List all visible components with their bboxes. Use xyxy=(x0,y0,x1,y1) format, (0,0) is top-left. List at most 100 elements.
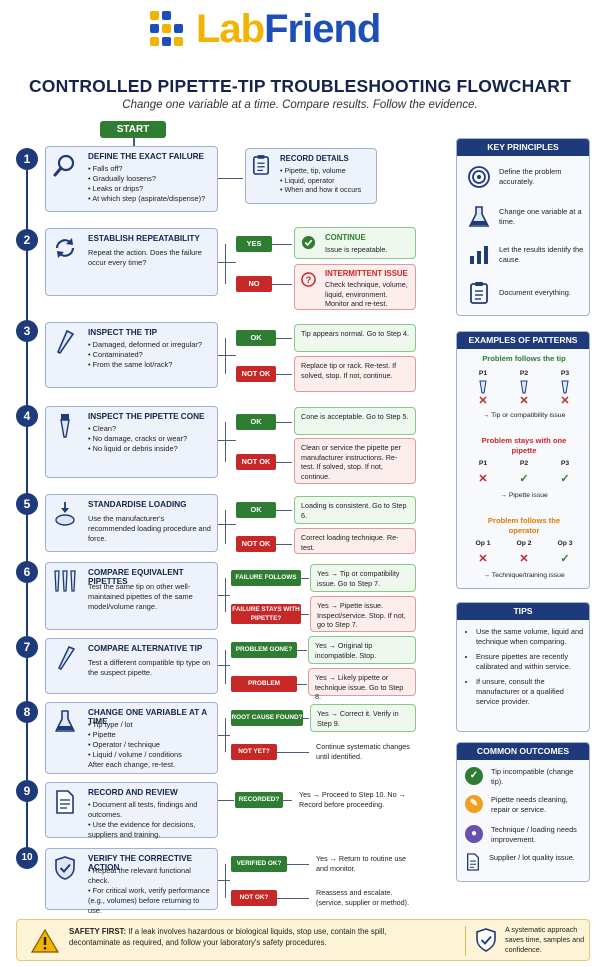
pattern-heading: Problem follows the tip xyxy=(482,354,566,363)
principle-item: Let the results identify the cause. xyxy=(467,243,585,267)
problem-gone-label: PROBLEM GONE? xyxy=(231,642,297,658)
step-1-line: Falls off? xyxy=(88,164,213,174)
shield-check-icon xyxy=(55,856,75,880)
step-2-title: ESTABLISH REPEATABILITY xyxy=(88,234,200,243)
shield-check-icon xyxy=(476,928,496,952)
step-1-line: At which step (aspirate/dispense)? xyxy=(88,194,213,204)
not-ok-branch-label: NOT OK xyxy=(236,454,276,470)
record-details-title: RECORD DETAILS xyxy=(280,154,349,163)
logo-word-lab: Lab xyxy=(196,6,265,51)
step-5-text: Use the manufacturer's recommended loadi… xyxy=(88,514,211,543)
clipboard-icon xyxy=(252,155,270,175)
flask-icon xyxy=(468,206,490,227)
tip-item: Ensure pipettes are recently calibrated … xyxy=(476,652,587,672)
continue-outcome-box: CONTINUE Issue is repeatable. xyxy=(294,227,416,259)
step-number-5: 5 xyxy=(16,493,38,515)
step-3-box: INSPECT THE TIP Damaged, deformed or irr… xyxy=(45,322,218,388)
step-number-4: 4 xyxy=(16,405,38,427)
connector xyxy=(218,178,243,179)
step-number-2: 2 xyxy=(16,229,38,251)
number-connector-line xyxy=(26,170,28,860)
pattern-label: Op 3 xyxy=(557,540,573,547)
pattern-mark: ✕ xyxy=(519,553,529,565)
connector xyxy=(225,338,226,374)
patterns-title: EXAMPLES OF PATTERNS xyxy=(457,332,589,349)
pattern-mark: ✓ xyxy=(519,473,529,485)
safety-divider xyxy=(465,926,466,956)
principle-item: Change one variable at a time. xyxy=(467,205,585,229)
pattern-mark: ✕ xyxy=(478,395,488,407)
tip-item: If unsure, consult the manufacturer or a… xyxy=(476,677,587,707)
step-2-box: ESTABLISH REPEATABILITY Repeat the actio… xyxy=(45,228,218,296)
principle-item: Document everything. xyxy=(467,281,585,305)
intermittent-title: INTERMITTENT ISSUE xyxy=(325,269,408,278)
ok-branch-label: OK xyxy=(236,330,276,346)
ok-branch-label: OK xyxy=(236,502,276,518)
step-8-line: Operator / technique xyxy=(88,740,213,750)
outcome-item: ● Technique / loading needs improvement. xyxy=(465,825,587,845)
clipboard-icon xyxy=(470,282,488,304)
step-4-line: No damage, cracks or wear? xyxy=(88,434,213,444)
multiple-pipettes-icon xyxy=(54,570,76,592)
continue-text: Issue is repeatable. xyxy=(325,245,388,254)
not-ok-outcome-box: Correct loading technique. Re-test. xyxy=(294,528,416,554)
connector xyxy=(218,595,230,596)
connector xyxy=(277,898,309,899)
connector xyxy=(272,284,292,285)
step-4-title: INSPECT THE PIPETTE CONE xyxy=(88,412,205,421)
step-3-line: Damaged, deformed or irregular? xyxy=(88,340,213,350)
ok-outcome-box: Loading is consistent. Go to Step 6. xyxy=(294,496,416,524)
principle-item: Define the problem accurately. xyxy=(467,165,585,189)
step-6-title: COMPARE EQUIVALENT PIPETTES xyxy=(88,568,184,586)
bar-chart-icon xyxy=(470,246,488,264)
problem-remains-outcome-box: Yes → Likely pipette or technique issue.… xyxy=(308,668,416,701)
no-branch-label: NO xyxy=(236,276,272,292)
connector xyxy=(276,510,292,511)
connector xyxy=(225,244,226,284)
verified-outcome-box: Yes → Return to routine use and monitor. xyxy=(316,854,407,873)
svg-text:?: ? xyxy=(306,275,312,285)
connector xyxy=(303,718,309,719)
problem-gone-outcome-box: Yes → Original tip incompatible. Stop. xyxy=(308,636,416,664)
connector xyxy=(272,244,292,245)
step-3-title: INSPECT THE TIP xyxy=(88,328,158,337)
outcome-item: Supplier / lot quality issue. xyxy=(465,853,587,871)
step-10-line: Repeat the relevant functional check. xyxy=(88,866,213,886)
step-8-line: Pipette xyxy=(88,730,213,740)
step-number-9: 9 xyxy=(16,780,38,802)
document-icon xyxy=(467,853,479,871)
step-4-box: INSPECT THE PIPETTE CONE Clean? No damag… xyxy=(45,406,218,478)
root-cause-found-label: ROOT CAUSE FOUND? xyxy=(231,710,303,726)
pattern-result: → Technique/training issue xyxy=(483,572,565,579)
key-principles-panel: KEY PRINCIPLES Define the problem accura… xyxy=(456,138,590,316)
follows-tip-outcome-box: Yes → Tip or compatibility issue. Go to … xyxy=(310,564,416,592)
step-7-box: COMPARE ALTERNATIVE TIP Test a different… xyxy=(45,638,218,694)
recorded-label: RECORDED? xyxy=(235,792,283,808)
verified-ok-label: VERIFIED OK? xyxy=(231,856,287,872)
step-8-box: CHANGE ONE VARIABLE AT A TIME Tip type /… xyxy=(45,702,218,774)
pattern-mark: ✓ xyxy=(560,553,570,565)
connector xyxy=(225,650,226,684)
pattern-mark: ✕ xyxy=(478,473,488,485)
pattern-mark: ✓ xyxy=(560,473,570,485)
step-1-line: Gradually loosens? xyxy=(88,174,213,184)
failure-follows-tip-label: FAILURE FOLLOWS TIP? xyxy=(231,570,301,597)
step-6-text: Test the same tip on other well-maintain… xyxy=(88,582,193,611)
connector xyxy=(276,338,292,339)
ok-branch-label: OK xyxy=(236,414,276,430)
step-number-6: 6 xyxy=(16,561,38,583)
not-ok-label: NOT OK? xyxy=(231,890,277,906)
step-8-after-text: After each change, re-test. xyxy=(88,760,176,769)
warning-triangle-icon xyxy=(31,928,59,953)
step-9-line: Document all tests, findings and outcome… xyxy=(88,800,213,820)
step-10-box: VERIFY THE CORRECTIVE ACTION Repeat the … xyxy=(45,848,218,915)
step-5-title: STANDARDISE LOADING xyxy=(88,500,187,509)
connector xyxy=(225,510,226,544)
connector xyxy=(218,735,230,736)
step-number-7: 7 xyxy=(16,636,38,658)
step-1-box: DEFINE THE EXACT FAILURE Falls off? Grad… xyxy=(45,146,218,212)
pipette-cone-icon xyxy=(60,414,70,438)
not-yet-label: NOT YET? xyxy=(231,744,277,760)
problem-remains-label: PROBLEM REMAINS? xyxy=(231,676,297,703)
